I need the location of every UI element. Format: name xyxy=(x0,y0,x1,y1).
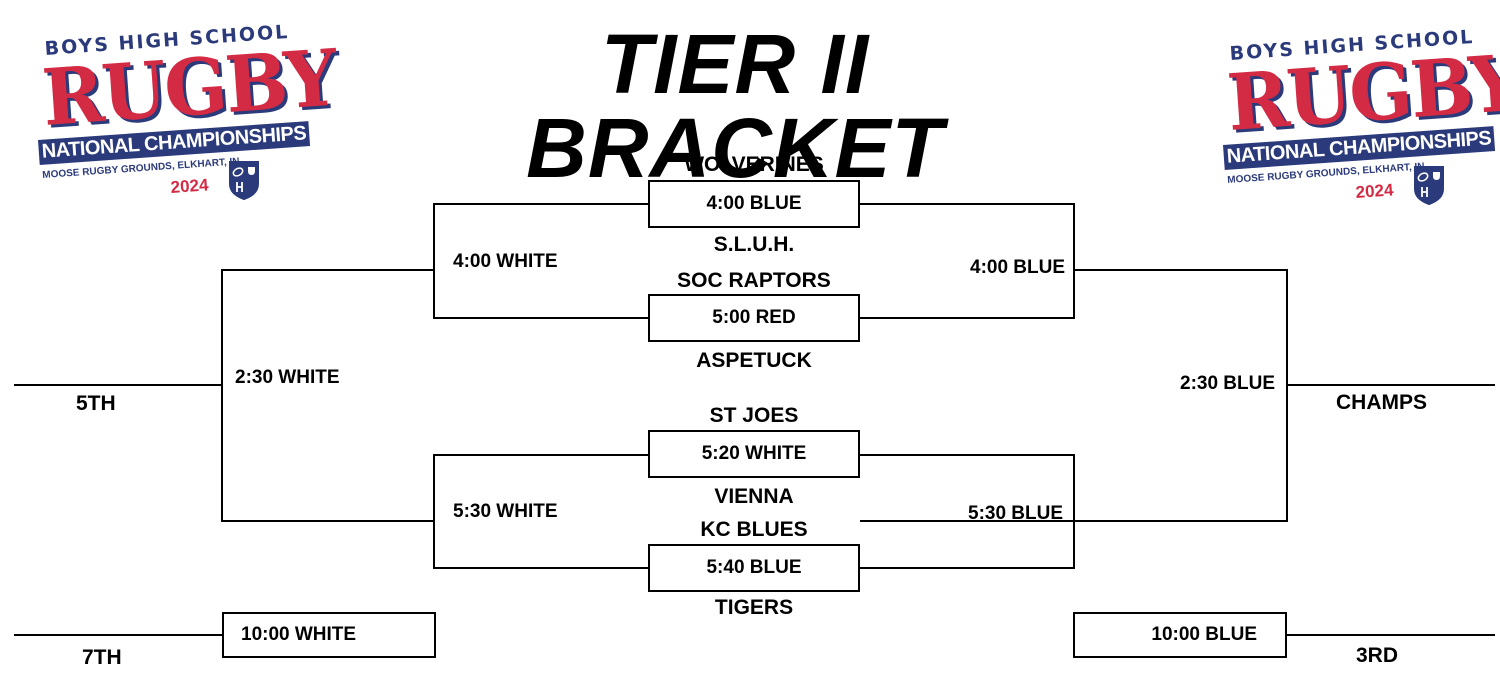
logo-year: 2024 xyxy=(170,175,210,197)
place-third: 3RD xyxy=(1356,644,1399,667)
championship-logo-left: BOYS HIGH SCHOOL RUGBY NATIONAL CHAMPION… xyxy=(38,21,338,218)
team-soc-raptors: SOC RAPTORS xyxy=(677,269,831,292)
team-tigers: TIGERS xyxy=(714,596,794,619)
championship-logo-right: BOYS HIGH SCHOOL RUGBY NATIONAL CHAMPION… xyxy=(1223,26,1500,223)
game-box-qf2: 5:00 RED xyxy=(648,294,860,342)
game-box-third-place: 10:00 BLUE xyxy=(1073,612,1287,658)
game-semi-top: 4:00 BLUE xyxy=(970,257,1066,278)
game-box-qf4: 5:40 BLUE xyxy=(648,544,860,592)
page-title: TIER II BRACKET xyxy=(526,17,944,195)
team-aspetuck: ASPETUCK xyxy=(696,349,812,372)
place-fifth: 5TH xyxy=(76,392,116,415)
team-sluh: S.L.U.H. xyxy=(713,233,795,256)
team-wolverines: WOLVERINES xyxy=(684,153,824,176)
game-box-qf3: 5:20 WHITE xyxy=(648,430,860,478)
game-consolation-semi-bottom: 5:30 WHITE xyxy=(453,501,558,522)
game-final: 2:30 BLUE xyxy=(1180,373,1276,394)
team-kc-blues: KC BLUES xyxy=(700,518,808,541)
logo-year: 2024 xyxy=(1355,180,1395,202)
place-seventh: 7TH xyxy=(82,646,122,669)
game-fifth-place: 2:30 WHITE xyxy=(235,367,340,388)
game-box-seventh-place: 10:00 WHITE xyxy=(222,612,436,658)
shield-icon xyxy=(229,161,259,200)
game-consolation-semi-top: 4:00 WHITE xyxy=(453,251,558,272)
game-semi-bottom: 5:30 BLUE xyxy=(968,503,1064,524)
team-st-joes: ST JOES xyxy=(709,404,799,427)
shield-icon xyxy=(1414,166,1444,205)
game-box-qf1: 4:00 BLUE xyxy=(648,180,860,228)
place-champs: CHAMPS xyxy=(1336,391,1428,414)
team-vienna: VIENNA xyxy=(714,485,794,508)
